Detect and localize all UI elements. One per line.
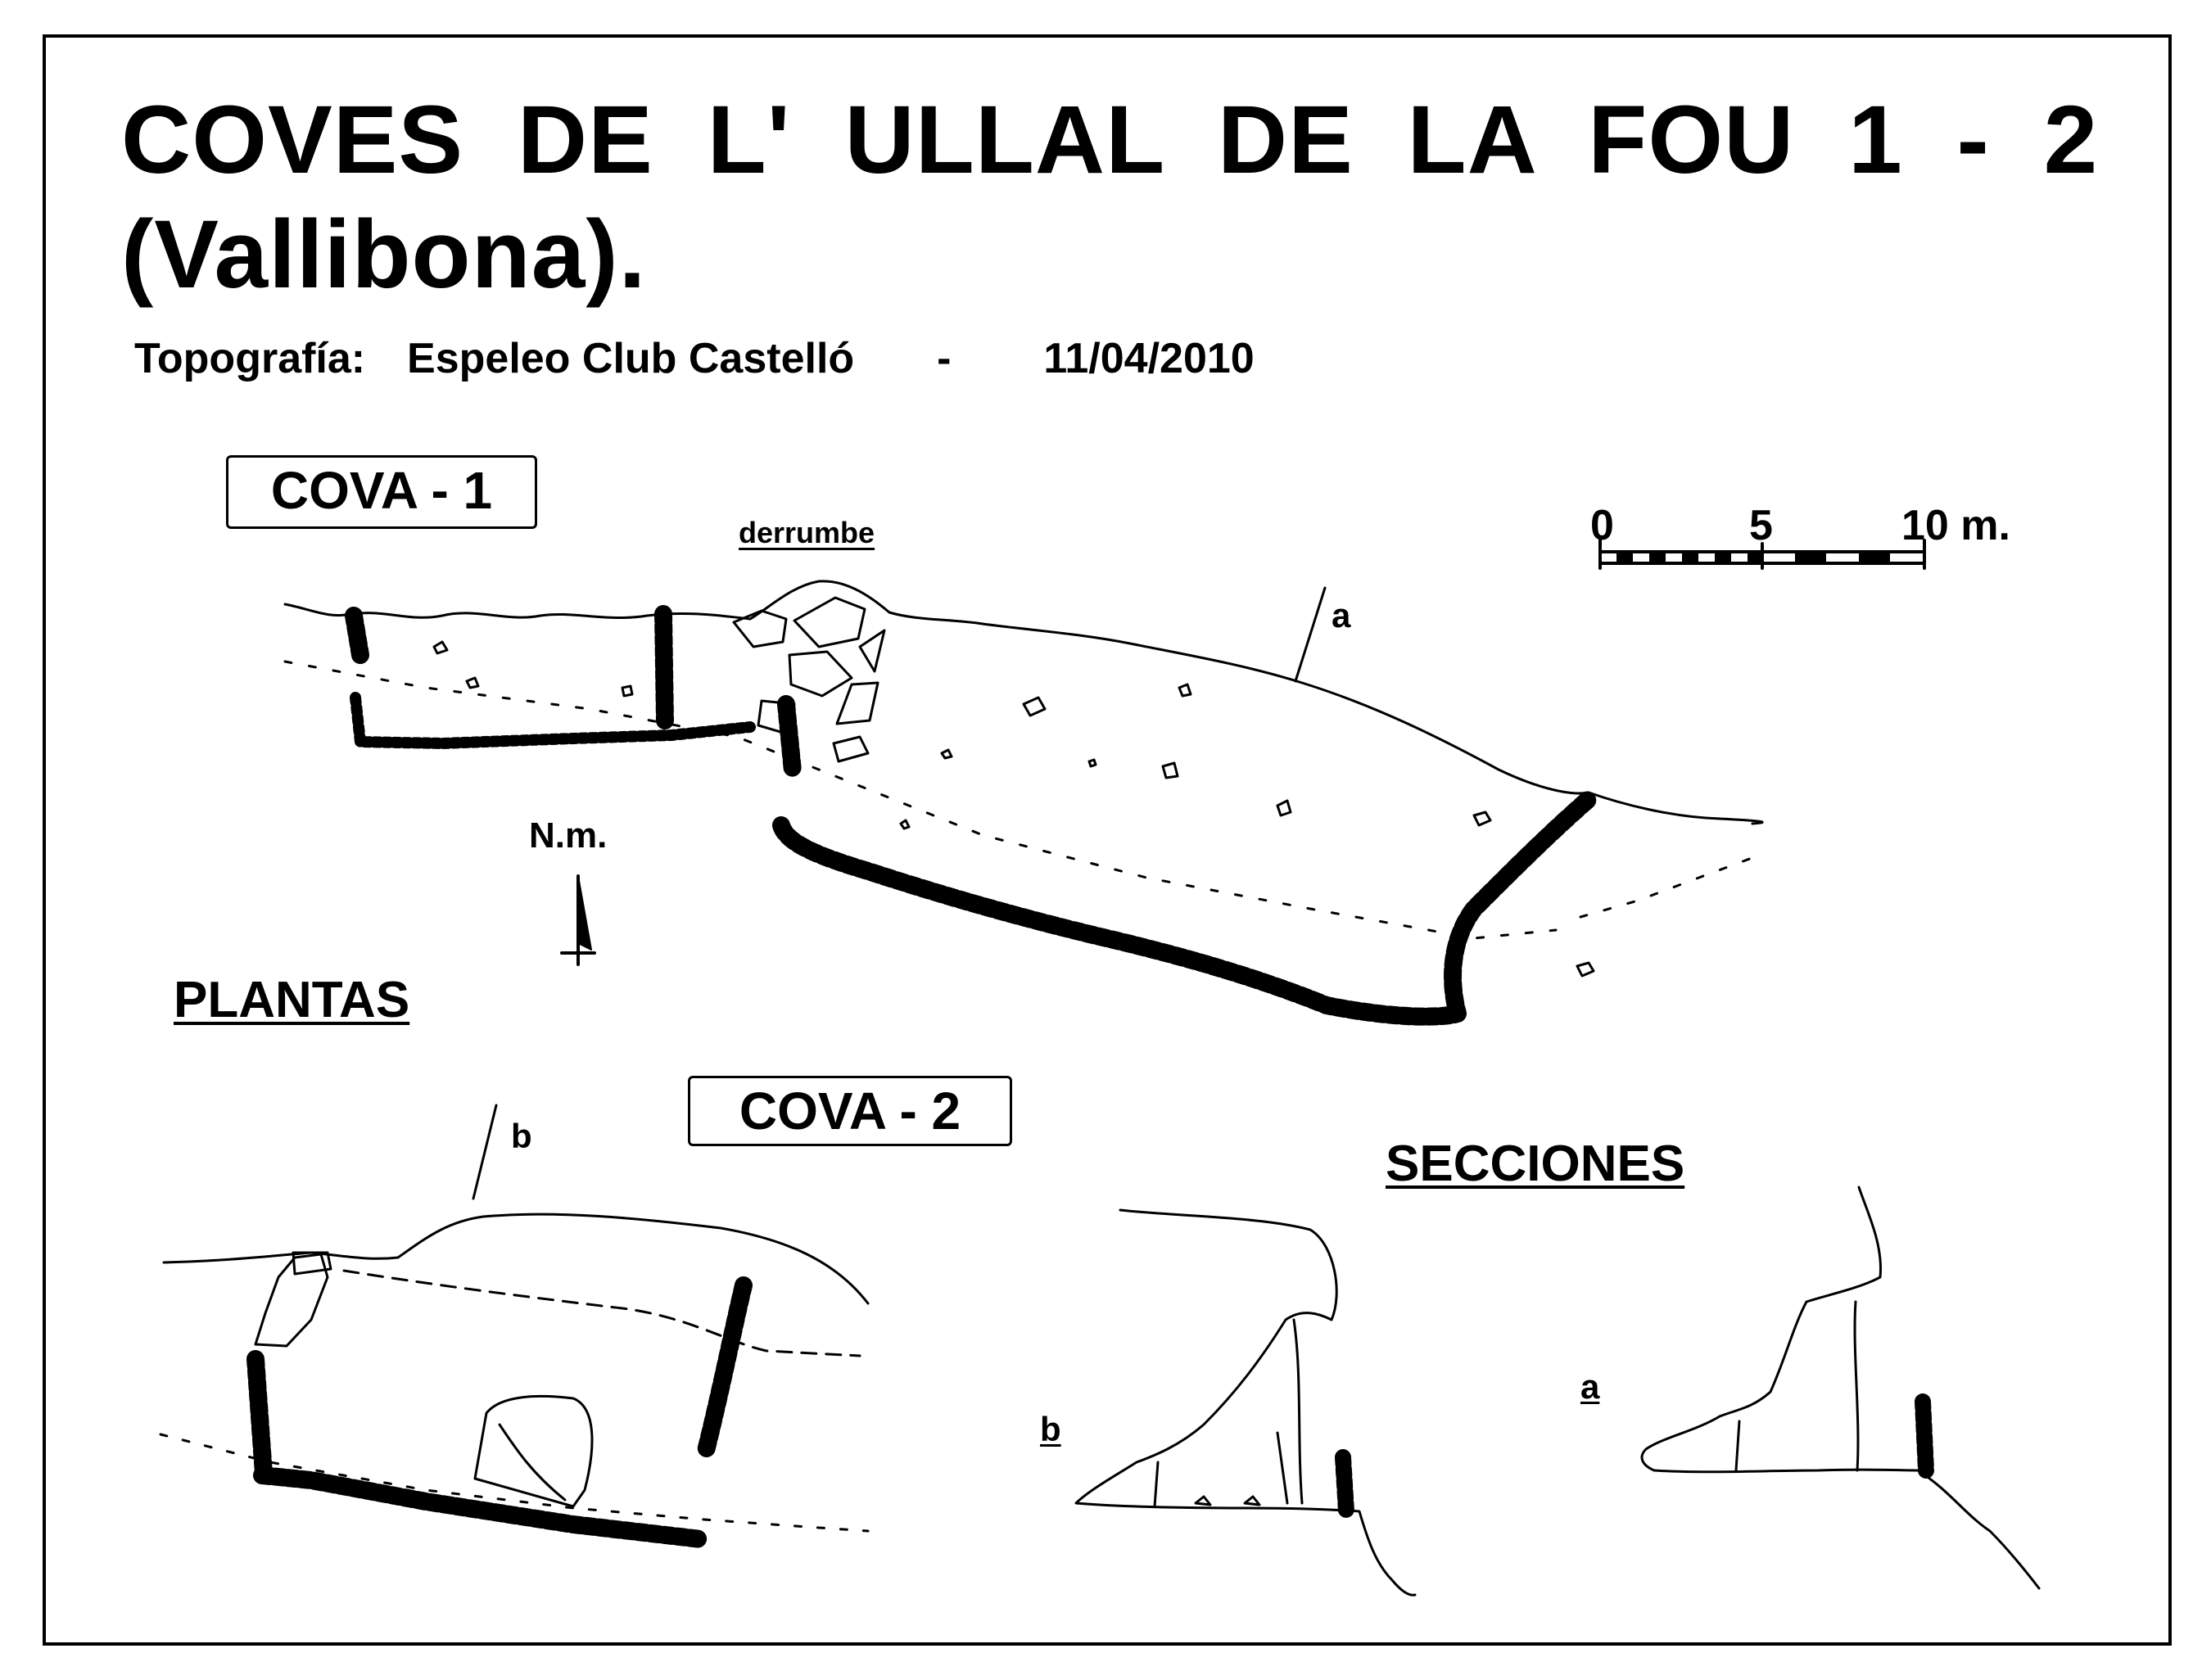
map-title: COVES DE L' ULLAL DE LA FOU 1 - 2 [121, 86, 2099, 194]
credits-label: Topografía: [134, 335, 366, 382]
map-subtitle: (Vallibona). [121, 201, 647, 309]
section-b-profile [1074, 1208, 1417, 1596]
map-frame [43, 34, 2172, 1646]
collapse-label: derrumbe [739, 516, 875, 549]
cave2-label: COVA - 2 [688, 1076, 1012, 1146]
scale-tick-0: 0 [1590, 502, 1614, 549]
section-b-label: b [1040, 1410, 1061, 1448]
scale-bar [1598, 539, 1926, 570]
sections-heading: SECCIONES [1386, 1136, 1685, 1192]
survey-credits: Topografía: Espeleo Club Castelló - 11/0… [134, 334, 1255, 383]
section-line-a [1294, 586, 1327, 683]
cave1-label: COVA - 1 [226, 455, 537, 529]
credits-date: 11/04/2010 [1043, 335, 1255, 382]
scale-tick-10: 10 m. [1901, 502, 2010, 549]
north-label: N.m. [529, 815, 608, 856]
north-arrow-icon [560, 874, 596, 966]
section-line-b [472, 1104, 498, 1200]
credits-author: Espeleo Club Castelló [407, 335, 855, 382]
section-a-label: a [1580, 1367, 1600, 1406]
cave2-plan [159, 1213, 870, 1548]
credits-separator: - [937, 335, 952, 382]
section-mark-b: b [511, 1117, 532, 1155]
cave1-plan [283, 580, 1764, 1026]
scale-tick-5: 5 [1749, 502, 1773, 549]
section-a-profile [1640, 1185, 2041, 1590]
section-mark-a: a [1332, 596, 1351, 635]
plans-heading: PLANTAS [174, 972, 410, 1028]
